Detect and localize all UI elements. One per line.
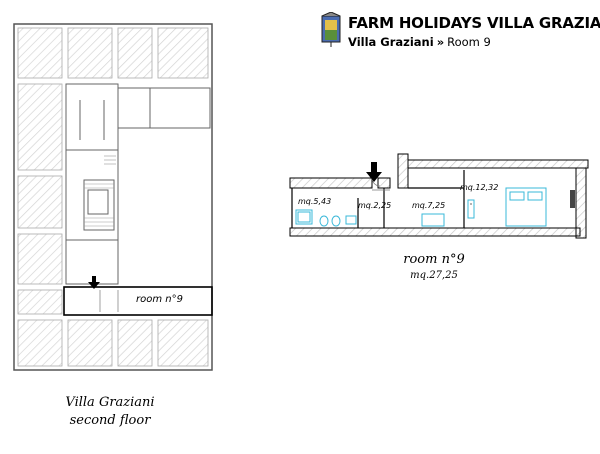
- area-label-1: mq.5,43: [298, 197, 331, 206]
- breadcrumb-current: Room 9: [447, 35, 491, 49]
- floor-room-label: room n°9: [136, 294, 183, 305]
- breadcrumb-separator: »: [436, 35, 445, 49]
- floor-caption-line2: second floor: [69, 413, 151, 428]
- fixtures: [295, 187, 547, 227]
- floor-caption: Villa Graziani second floor: [40, 394, 180, 430]
- site-title: FARM HOLIDAYS VILLA GRAZIANI: [348, 14, 600, 32]
- area-label-3: mq.7,25: [412, 201, 445, 210]
- room-entrance-arrow-icon: [366, 162, 382, 182]
- room-caption-title: room n°9: [403, 252, 465, 267]
- room-9-detail-plan: mq.5,43 mq.2,25 mq.7,25 mq.12,32: [289, 153, 589, 239]
- second-floor-plan: room n°9: [13, 23, 213, 371]
- room-caption-total: mq.27,25: [410, 270, 458, 281]
- villa-crest-logo: [321, 12, 341, 47]
- area-label-4: mq.12,32: [460, 183, 498, 192]
- floor-caption-line1: Villa Graziani: [65, 395, 155, 410]
- area-label-2: mq.2,25: [358, 201, 391, 210]
- hatched-blocks: [17, 27, 209, 367]
- room-9-highlight: [63, 286, 213, 316]
- breadcrumb: Villa Graziani»Room 9: [348, 35, 491, 49]
- breadcrumb-link-villa[interactable]: Villa Graziani: [348, 35, 434, 49]
- room-caption: room n°9 mq.27,25: [384, 252, 484, 284]
- entrance-arrow-icon: [88, 276, 100, 289]
